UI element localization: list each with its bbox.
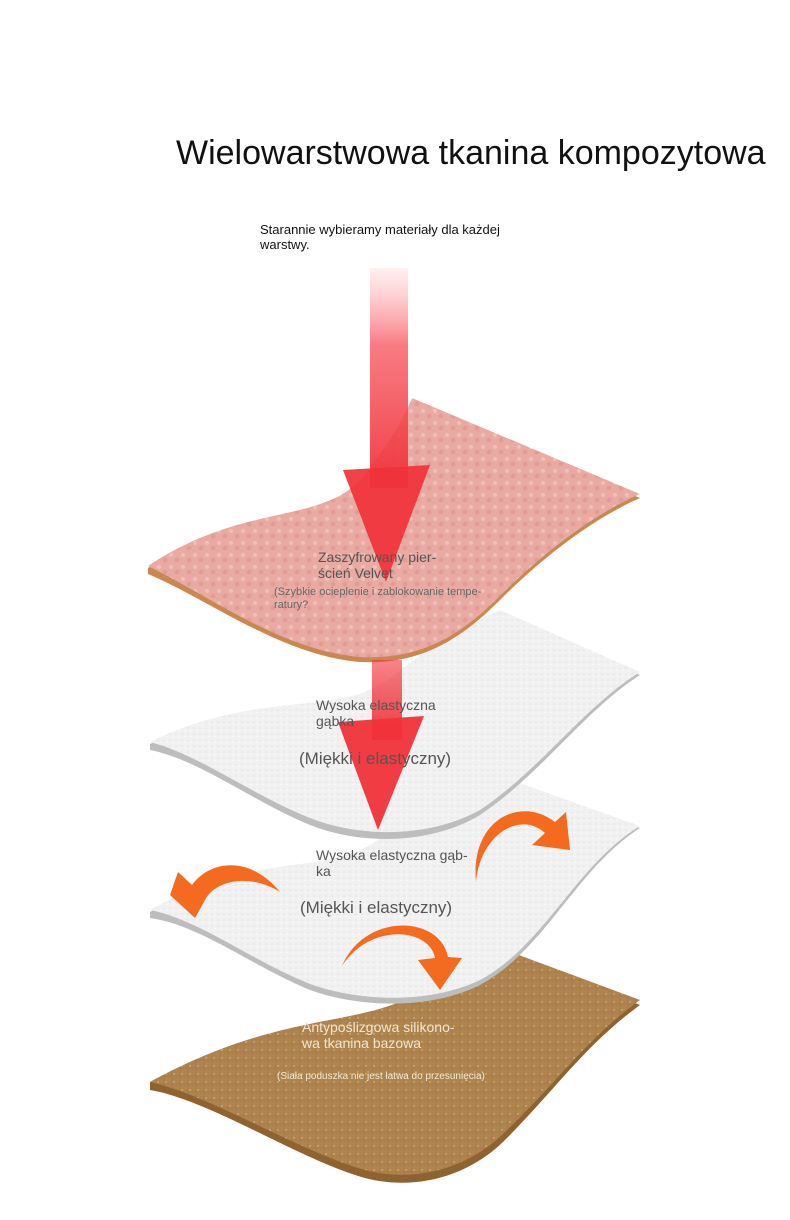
subtitle: Starannie wybieramy materiały dla każdej…: [260, 222, 500, 252]
layer-note: (Miękki i elastyczny): [300, 898, 453, 917]
heat-arrow-icon: [338, 660, 424, 830]
layer-base-fabric: [150, 948, 640, 1183]
layer-foam-lower: [150, 776, 640, 1004]
layer-label: Antypoślizgowa silikono-wa tkanina bazow…: [302, 1019, 455, 1051]
page-title: Wielowarstwowa tkanina kompozytowa: [176, 134, 766, 172]
layer-note: (Siała poduszka nie jest łatwa do przesu…: [277, 1071, 485, 1082]
layer-label: Wysoka elastyczna gąb-ka: [316, 847, 468, 879]
curved-arrow-icon: [170, 865, 280, 918]
layer-note: (Miękki i elastyczny): [299, 749, 452, 768]
heat-arrow-icon: [343, 268, 430, 582]
layer-label: Zaszyfrowany pier-ścień Velvet: [318, 549, 437, 581]
curved-arrow-icon: [342, 925, 462, 990]
layer-label: Wysoka elastyczna gąbka: [316, 697, 436, 729]
layer-note: (Szybkie ocieplenie i zablokowanie tempe…: [274, 586, 482, 611]
curved-arrow-icon: [475, 811, 570, 882]
